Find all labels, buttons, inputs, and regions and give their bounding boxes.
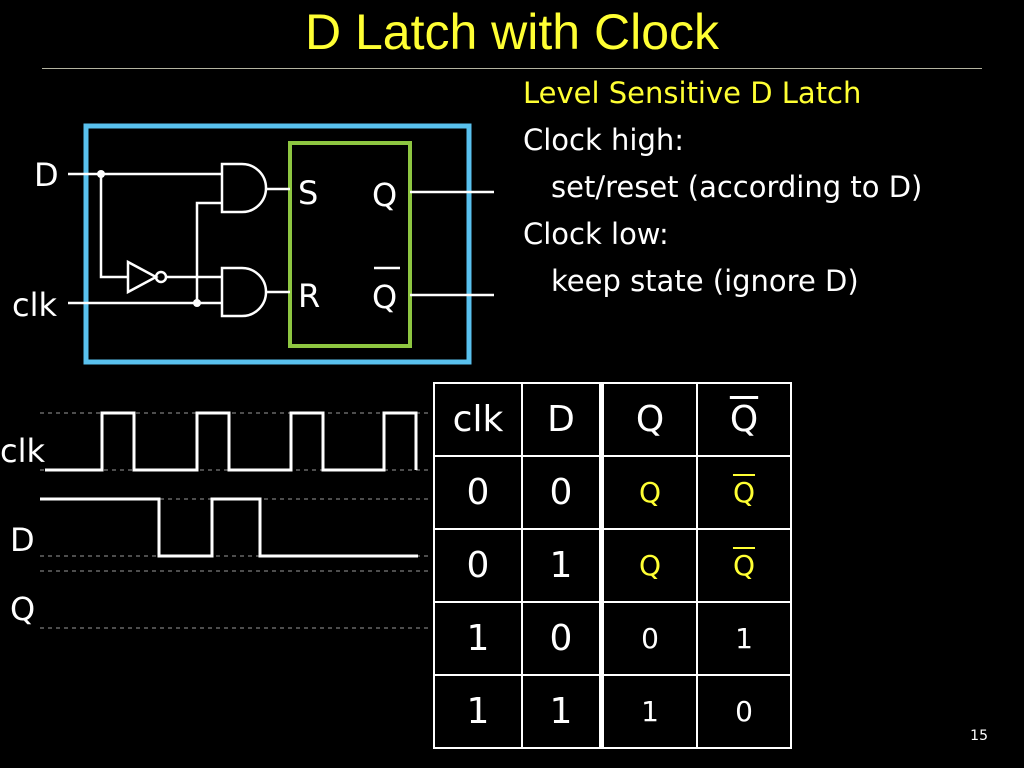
truth-table: clk D Q Q 0 0 Q Q 0 1 Q Q 1 0 0 1 1 1 1 … (433, 382, 792, 749)
cell-qbar: Q (696, 528, 792, 603)
cell-clk: 0 (433, 455, 523, 530)
latch-circuit (68, 123, 494, 365)
notes-clock-high-detail: set/reset (according to D) (551, 170, 923, 204)
notes: Level Sensitive D Latch Clock high: set/… (523, 70, 922, 305)
table-row: 0 1 Q Q (433, 528, 792, 603)
cell-qbar: 0 (696, 674, 792, 749)
cell-q: Q (599, 455, 698, 530)
slide-title: D Latch with Clock (304, 4, 720, 60)
cell-q: 1 (599, 674, 698, 749)
sr-qbar-label: Q (372, 278, 397, 316)
clk-branch-wire (195, 201, 222, 303)
cell-clk: 1 (433, 601, 523, 676)
notes-clock-low-detail: keep state (ignore D) (551, 264, 859, 298)
table-row: 1 1 1 0 (433, 674, 792, 749)
cell-clk: 0 (433, 528, 523, 603)
table-header-row: clk D Q Q (433, 382, 792, 457)
table-row: 1 0 0 1 (433, 601, 792, 676)
sr-r-label: R (298, 277, 320, 315)
d-branch-wire (99, 174, 128, 279)
cell-qbar: 1 (696, 601, 792, 676)
timing-diagram (40, 411, 428, 629)
notes-clock-low: Clock low: (523, 217, 669, 251)
and-gate-bottom (220, 266, 268, 318)
title-divider (42, 68, 982, 69)
timing-guide-lines (40, 412, 428, 629)
d-waveform (40, 497, 418, 558)
header-q: Q (599, 382, 698, 457)
cell-d: 0 (521, 601, 603, 676)
and-gate-top (220, 162, 268, 214)
header-qbar: Q (696, 382, 792, 457)
cell-q: Q (599, 528, 698, 603)
cell-clk: 1 (433, 674, 523, 749)
cell-d: 0 (521, 455, 603, 530)
cell-q: 0 (599, 601, 698, 676)
timing-d-label: D (10, 521, 35, 559)
latch-boundary-box (83, 123, 472, 365)
sr-s-label: S (298, 174, 318, 212)
inverter-gate (126, 259, 159, 295)
timing-q-label: Q (10, 590, 35, 628)
sr-q-label: Q (372, 176, 397, 214)
header-d: D (521, 382, 603, 457)
timing-clk-label: clk (0, 432, 45, 470)
circuit-clk-label: clk (12, 286, 57, 324)
circuit-d-label: D (34, 156, 59, 194)
header-clk: clk (433, 382, 523, 457)
cell-d: 1 (521, 528, 603, 603)
notes-heading: Level Sensitive D Latch (523, 76, 862, 110)
cell-qbar: Q (696, 455, 792, 530)
clk-waveform (45, 411, 418, 472)
table-row: 0 0 Q Q (433, 455, 792, 530)
notes-clock-high: Clock high: (523, 123, 685, 157)
sr-latch-box (288, 141, 412, 348)
page-number: 15 (970, 728, 988, 744)
cell-d: 1 (521, 674, 603, 749)
